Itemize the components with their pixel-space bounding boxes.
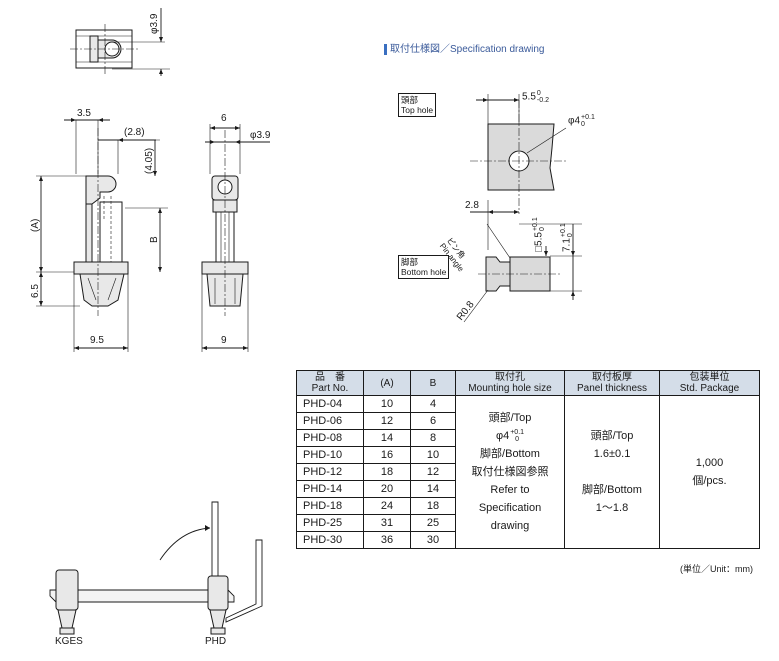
side-9: 9 <box>221 335 227 346</box>
bottom-hole-label: 脚部 Bottom hole <box>398 255 450 279</box>
front-A: (A) <box>30 219 41 232</box>
top-dia-label: φ3.9 <box>149 13 160 34</box>
phd-label: PHD <box>205 636 227 647</box>
cell-part-no: PHD-04 <box>296 395 364 413</box>
side-dia: φ3.9 <box>250 130 271 141</box>
side-view <box>201 124 270 352</box>
table-row: PHD-12 18 12 <box>296 463 760 481</box>
table-row: PHD-25 31 25 <box>296 514 760 532</box>
front-B: B <box>149 236 160 243</box>
unit-note: (単位／Unit：mm) <box>680 564 753 574</box>
front-6.5: 6.5 <box>30 284 41 298</box>
table-row: PHD-14 20 14 <box>296 480 760 498</box>
kges-label: KGES <box>55 636 83 647</box>
top-view <box>70 8 170 76</box>
header-a: (A) <box>363 370 411 396</box>
front-9.5: 9.5 <box>90 335 104 346</box>
table-row: PHD-18 24 18 <box>296 497 760 515</box>
header-b: B <box>410 370 456 396</box>
front-4.05: (4.05) <box>144 148 155 174</box>
spec-2.8-dim: 2.8 <box>465 200 479 211</box>
spec-bottom-hole <box>463 200 582 323</box>
table-row: PHD-10 16 10 <box>296 446 760 464</box>
table-row: PHD-06 12 6 <box>296 412 760 430</box>
front-3.5: 3.5 <box>77 108 91 119</box>
cell-a: 10 <box>363 395 411 413</box>
cell-b: 4 <box>410 395 456 413</box>
spec-top-hole <box>470 94 567 214</box>
front-view <box>36 118 168 352</box>
assembly-illustration <box>49 501 263 635</box>
table-row: PHD-08 14 8 <box>296 429 760 447</box>
table-row: PHD-30 36 30 <box>296 531 760 549</box>
cell-panel-thickness: 頭部/Top 1.6±0.1 脚部/Bottom 1～1.8 <box>564 395 660 549</box>
cell-std-package: 1,000 個/pcs. <box>659 395 760 549</box>
title-bar-icon <box>384 43 387 55</box>
spec-drawing-title: 取付仕様図／Specification drawing <box>384 40 545 55</box>
top-hole-label: 頭部 Top hole <box>398 93 437 117</box>
front-2.8: (2.8) <box>124 127 145 138</box>
side-6: 6 <box>221 113 227 124</box>
